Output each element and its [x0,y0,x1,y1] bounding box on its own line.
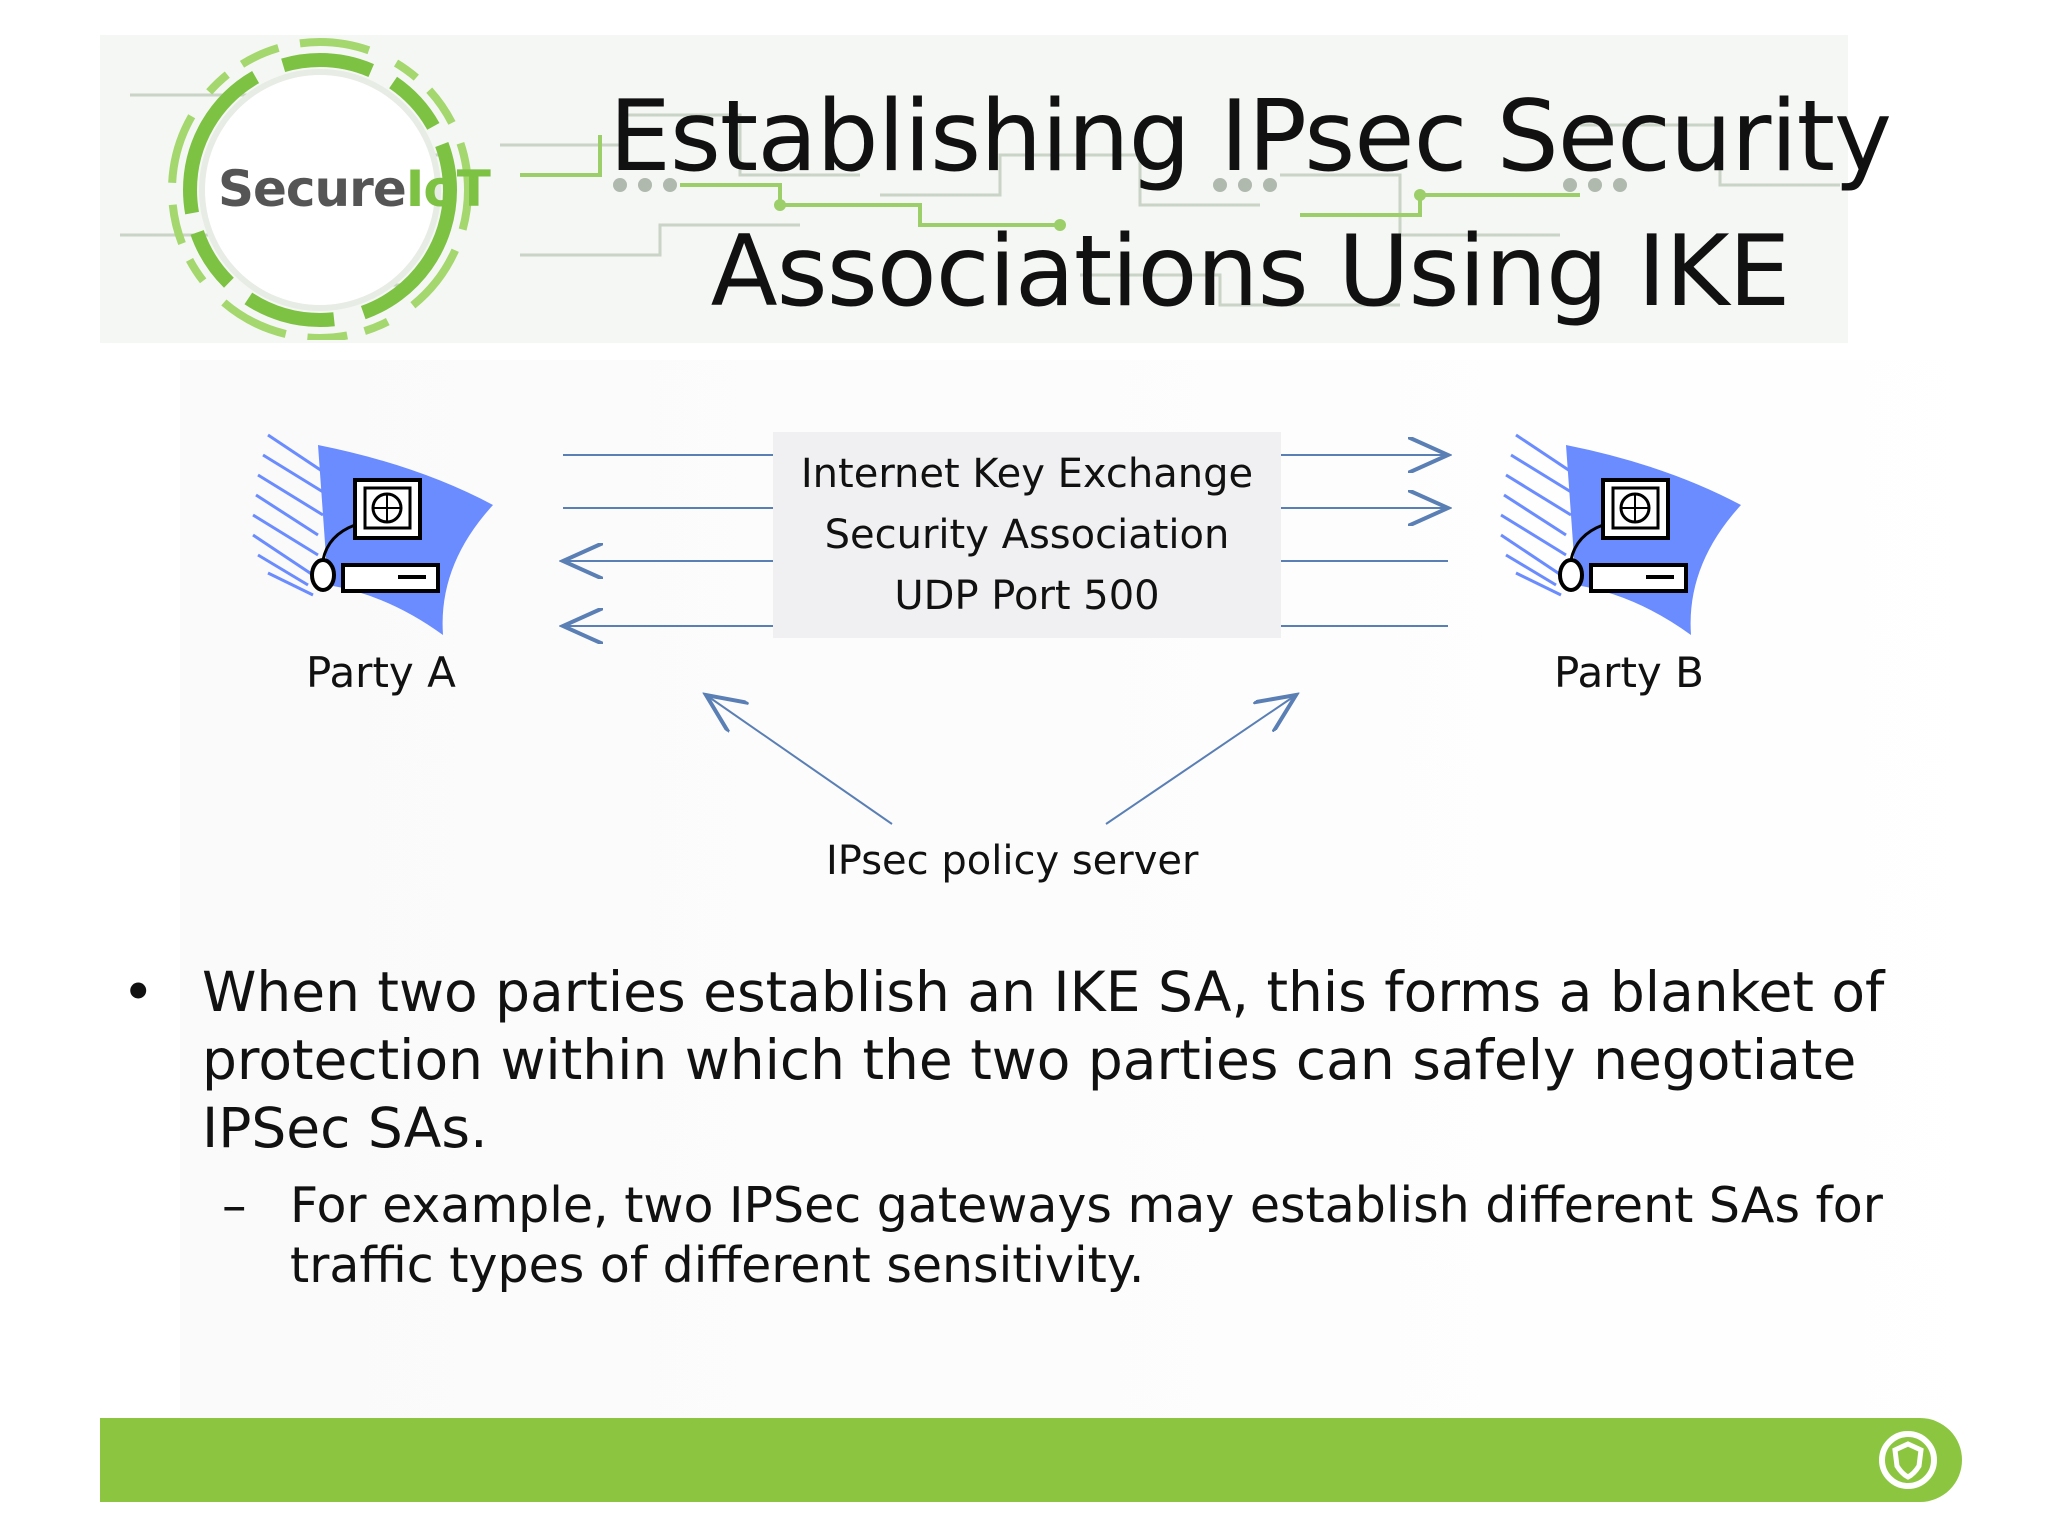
header-banner: SecureIoT [100,35,1848,343]
logo-text-iot: IoT [405,160,491,218]
circuit-background [120,93,1840,307]
policy-arrow-right [1105,695,1296,825]
bullet-marker: • [122,960,155,1024]
party-a-label: Party A [306,648,456,697]
ike-box-line-1: Internet Key Exchange [800,451,1254,497]
party-b-label: Party B [1554,648,1704,697]
secureiot-logo [168,38,472,340]
ike-box-line-2: Security Association [824,512,1230,558]
title-line-2: Associations Using IKE [710,215,1791,329]
computer-icon [252,433,493,635]
sub-bullet-marker: – [222,1177,247,1234]
computer-icon [1500,433,1741,635]
logo-text: SecureIoT [218,160,491,218]
page-title: Establishing IPsec Security Associations… [600,70,1900,340]
shield-icon [1879,1431,1937,1489]
ike-box-line-3: UDP Port 500 [894,573,1160,619]
footer-bar [100,1418,1962,1502]
policy-arrow-left [706,695,893,825]
policy-server-label: IPsec policy server [826,838,1199,884]
bullet-text: When two parties establish an IKE SA, th… [202,960,1885,1160]
sub-bullet-text: For example, two IPSec gateways may esta… [290,1177,1883,1294]
logo-text-secure: Secure [218,160,407,218]
sub-bullet-item: – For example, two IPSec gateways may es… [120,1176,1940,1296]
title-line-1: Establishing IPsec Security [608,80,1892,194]
ike-box: Internet Key Exchange Security Associati… [773,432,1281,638]
bullet-item: • When two parties establish an IKE SA, … [120,958,1940,1162]
bullet-list: • When two parties establish an IKE SA, … [120,958,1940,1296]
